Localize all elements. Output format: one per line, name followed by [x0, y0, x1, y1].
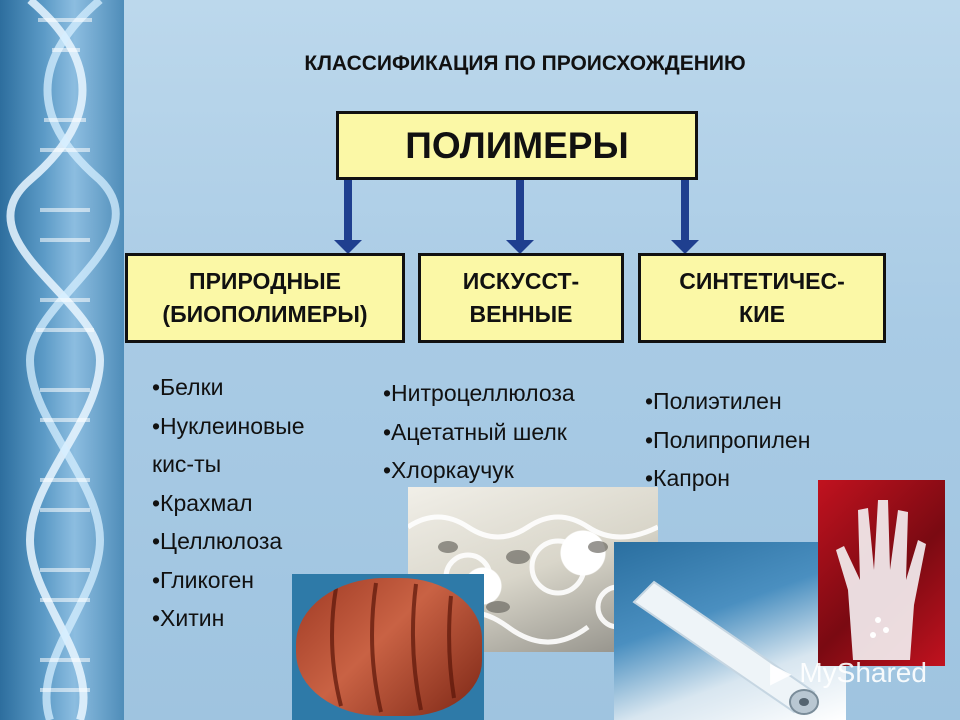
- category-natural-box: ПРИРОДНЫЕ (БИОПОЛИМЕРЫ): [125, 253, 405, 343]
- plastic-film-roll-photo: [614, 542, 846, 720]
- list-item: •Ацетатный шелк: [383, 418, 567, 445]
- list-item: •Нуклеиновые: [152, 412, 305, 439]
- play-circle-icon: ▶: [770, 657, 792, 688]
- list-item: •Хитин: [152, 605, 225, 631]
- category-artificial-line2: ВЕННЫЕ: [469, 301, 573, 327]
- lace-glove-photo: [818, 480, 945, 666]
- category-synthetic-line2: КИЕ: [739, 301, 785, 327]
- list-item: •Хлоркаучук: [383, 457, 514, 483]
- dna-helix-drawing: [6, 0, 120, 720]
- list-item: •Капрон: [645, 465, 730, 491]
- root-label: ПОЛИМЕРЫ: [405, 124, 629, 166]
- arrow-to-natural: [334, 180, 362, 254]
- list-item: •Крахмал: [152, 489, 253, 516]
- artificial-examples-list: •Нитроцеллюлоза •Ацетатный шелк •Хлоркау…: [383, 374, 643, 490]
- category-natural-line2: (БИОПОЛИМЕРЫ): [162, 301, 368, 327]
- tissue-folds-drawing: [330, 582, 456, 713]
- category-artificial-box: ИСКУССТ- ВЕННЫЕ: [418, 253, 624, 343]
- synthetic-examples-list: •Полиэтилен •Полипропилен •Капрон: [645, 382, 885, 498]
- category-natural-line1: ПРИРОДНЫЕ: [189, 267, 341, 294]
- list-item: •Полиэтилен: [645, 388, 782, 414]
- watermark: ▶ MyShared: [770, 656, 927, 689]
- watermark-text: MyShared: [799, 657, 927, 688]
- dna-helix-image: [0, 0, 124, 720]
- list-item: •Белки: [152, 374, 224, 400]
- list-item: •Гликоген: [152, 566, 254, 593]
- arrow-to-synthetic: [671, 180, 699, 254]
- glove-drawing: [836, 500, 926, 660]
- list-item: •Целлюлоза: [152, 528, 283, 554]
- category-synthetic-box: СИНТЕТИЧЕС- КИЕ: [638, 253, 886, 343]
- root-box-polymers: ПОЛИМЕРЫ: [336, 111, 698, 180]
- list-item: •Полипропилен: [645, 426, 811, 453]
- category-synthetic-line1: СИНТЕТИЧЕС-: [679, 267, 845, 294]
- natural-examples-list: •Белки •Нуклеиновые кис-ты •Крахмал •Цел…: [152, 368, 362, 638]
- list-item: кис-ты: [152, 451, 222, 477]
- list-item: •Нитроцеллюлоза: [383, 380, 575, 406]
- arrow-to-artificial: [506, 180, 534, 254]
- biological-tissue-photo: [296, 578, 482, 716]
- film-roll-drawing: [632, 580, 819, 715]
- slide-title: КЛАССИФИКАЦИЯ ПО ПРОИСХОЖДЕНИЮ: [304, 52, 746, 75]
- category-artificial-line1: ИСКУССТ-: [462, 267, 580, 294]
